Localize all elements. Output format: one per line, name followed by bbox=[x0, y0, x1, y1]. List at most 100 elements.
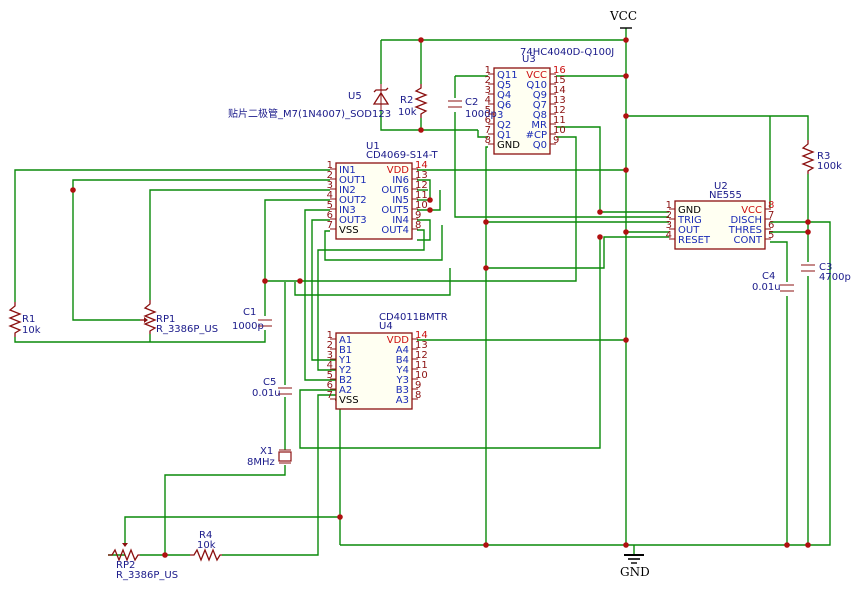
c2-ref: C2 bbox=[465, 97, 478, 108]
u1-pin-8-number: 8 bbox=[415, 220, 421, 231]
vcc-label: VCC bbox=[609, 9, 637, 23]
u4-pin-5-label: B2 bbox=[339, 375, 352, 386]
u4-pin-4-label: Y2 bbox=[338, 365, 351, 376]
vcc-symbol: VCC bbox=[609, 9, 637, 29]
u3-pin-15-label: Q10 bbox=[526, 80, 547, 91]
u1-pin-13-label: IN6 bbox=[392, 175, 409, 186]
u3-pin-1-label: Q11 bbox=[497, 70, 518, 81]
u4-pin-11-number: 11 bbox=[415, 360, 428, 371]
u1-pin-11-number: 11 bbox=[415, 190, 428, 201]
u3-pin-1-number: 1 bbox=[485, 65, 491, 76]
junctions bbox=[70, 37, 811, 558]
u3-pin-4-label: Q6 bbox=[497, 100, 511, 111]
u2-pin-5-number: 5 bbox=[768, 230, 774, 241]
u4-pin-14-number: 14 bbox=[415, 330, 428, 341]
u3-pin-5-label: 3 bbox=[497, 110, 503, 121]
u1-pin-5-number: 5 bbox=[327, 200, 333, 211]
u1-pin-4-number: 4 bbox=[327, 190, 333, 201]
u3-pin-10-number: 10 bbox=[553, 125, 566, 136]
u3-pin-2-label: Q5 bbox=[497, 80, 511, 91]
u3-pin-11-label: MR bbox=[531, 120, 547, 131]
u3-value: 74HC4040D-Q100J bbox=[520, 47, 614, 58]
r3-ref: R3 bbox=[817, 151, 830, 162]
c4-value: 0.01u bbox=[752, 282, 781, 293]
u3-pin-9-label: Q0 bbox=[533, 140, 547, 151]
u3-pin-16-number: 16 bbox=[553, 65, 566, 76]
u4-pin-3-number: 3 bbox=[327, 350, 333, 361]
c4-capacitor: C4 0.01u bbox=[752, 271, 794, 293]
u4-pin-5-number: 5 bbox=[327, 370, 333, 381]
c3-capacitor: C3 4700p bbox=[801, 262, 851, 283]
u2-pin-5-label: CONT bbox=[734, 235, 763, 246]
u3-pin-10-label: #CP bbox=[526, 130, 547, 141]
u2-pin-4-number: 4 bbox=[666, 230, 672, 241]
u4-pin-12-label: B4 bbox=[396, 355, 409, 366]
u4-ref: U4 bbox=[379, 321, 393, 332]
u1-pin-7-label: VSS bbox=[339, 225, 359, 236]
u5-diode: U5 贴片二极管_M7(1N4007)_SOD123 bbox=[228, 84, 391, 120]
rp2-potentiometer: RP2 R_3386P_US bbox=[108, 543, 178, 581]
u2-pin-1-label: GND bbox=[678, 205, 701, 216]
u3-pin-13-number: 13 bbox=[553, 95, 566, 106]
u1-pin-2-label: OUT1 bbox=[339, 175, 367, 186]
u3-pin-11-number: 11 bbox=[553, 115, 566, 126]
u1-pin-5-label: IN3 bbox=[339, 205, 356, 216]
u1-ref: U1 bbox=[366, 141, 380, 152]
c5-ref: C5 bbox=[263, 377, 276, 388]
u2-pin-2-label: TRIG bbox=[677, 215, 702, 226]
u4-pin-1-number: 1 bbox=[327, 330, 333, 341]
u3-pin-12-label: Q8 bbox=[533, 110, 547, 121]
u4-pin-2-number: 2 bbox=[327, 340, 333, 351]
c1-capacitor: C1 1000p bbox=[232, 307, 272, 332]
wires bbox=[14, 28, 831, 556]
u3-pin-4-number: 4 bbox=[485, 95, 491, 106]
u4-pin-1-label: A1 bbox=[339, 335, 352, 346]
u4-pin-3-label: Y1 bbox=[338, 355, 351, 366]
u4-pin-10-label: Y3 bbox=[396, 375, 409, 386]
u3-ref: U3 bbox=[522, 54, 536, 65]
u2-ref: U2 bbox=[714, 181, 728, 192]
u3-pin-13-label: Q7 bbox=[533, 100, 547, 111]
u1-pin-1-label: IN1 bbox=[339, 165, 356, 176]
u1-pin-3-label: IN2 bbox=[339, 185, 356, 196]
u1-pin-8-label: OUT4 bbox=[381, 225, 409, 236]
r2-resistor: R2 10k bbox=[398, 84, 428, 118]
u3-pin-9-number: 9 bbox=[553, 135, 559, 146]
u4-pin-6-label: A2 bbox=[339, 385, 352, 396]
u4-pin-7-number: 7 bbox=[327, 390, 333, 401]
u2-pin-4-label: RESET bbox=[678, 235, 711, 246]
u3-pin-16-label: VCC bbox=[526, 70, 547, 81]
u4-pin-6-number: 6 bbox=[327, 380, 333, 391]
rp1-ref: RP1 bbox=[156, 314, 175, 325]
r4-ref: R4 bbox=[199, 530, 212, 541]
u1-pin-11-label: IN5 bbox=[392, 195, 409, 206]
u4-pin-14-label: VDD bbox=[387, 335, 410, 346]
u1-value: CD4069-S14-T bbox=[366, 150, 439, 161]
u1-pin-9-number: 9 bbox=[415, 210, 421, 221]
u3-pin-2-number: 2 bbox=[485, 75, 491, 86]
rp2-ref: RP2 bbox=[116, 560, 135, 571]
u2-pin-1-number: 1 bbox=[666, 200, 672, 211]
x1-crystal: X1 8MHz bbox=[247, 446, 292, 468]
x1-ref: X1 bbox=[260, 446, 273, 457]
u2-value: NE555 bbox=[709, 190, 742, 201]
u3-pin-14-number: 14 bbox=[553, 85, 566, 96]
rp1-value: R_3386P_US bbox=[156, 324, 218, 335]
u2-pin-3-label: OUT bbox=[678, 225, 700, 236]
u2-pin-2-number: 2 bbox=[666, 210, 672, 221]
u3-pin-3-label: Q4 bbox=[497, 90, 511, 101]
u1-pin-4-label: OUT2 bbox=[339, 195, 367, 206]
u4-pin-7-label: VSS bbox=[339, 395, 359, 406]
r4-resistor: R4 10k bbox=[190, 530, 222, 562]
u4-pin-2-label: B1 bbox=[339, 345, 352, 356]
u1-pin-2-number: 2 bbox=[327, 170, 333, 181]
u5-ref: U5 bbox=[348, 91, 362, 102]
u2-pin-3-number: 3 bbox=[666, 220, 672, 231]
r1-ref: R1 bbox=[22, 314, 35, 325]
u4-pin-11-label: Y4 bbox=[396, 365, 409, 376]
u3-pin-3-number: 3 bbox=[485, 85, 491, 96]
